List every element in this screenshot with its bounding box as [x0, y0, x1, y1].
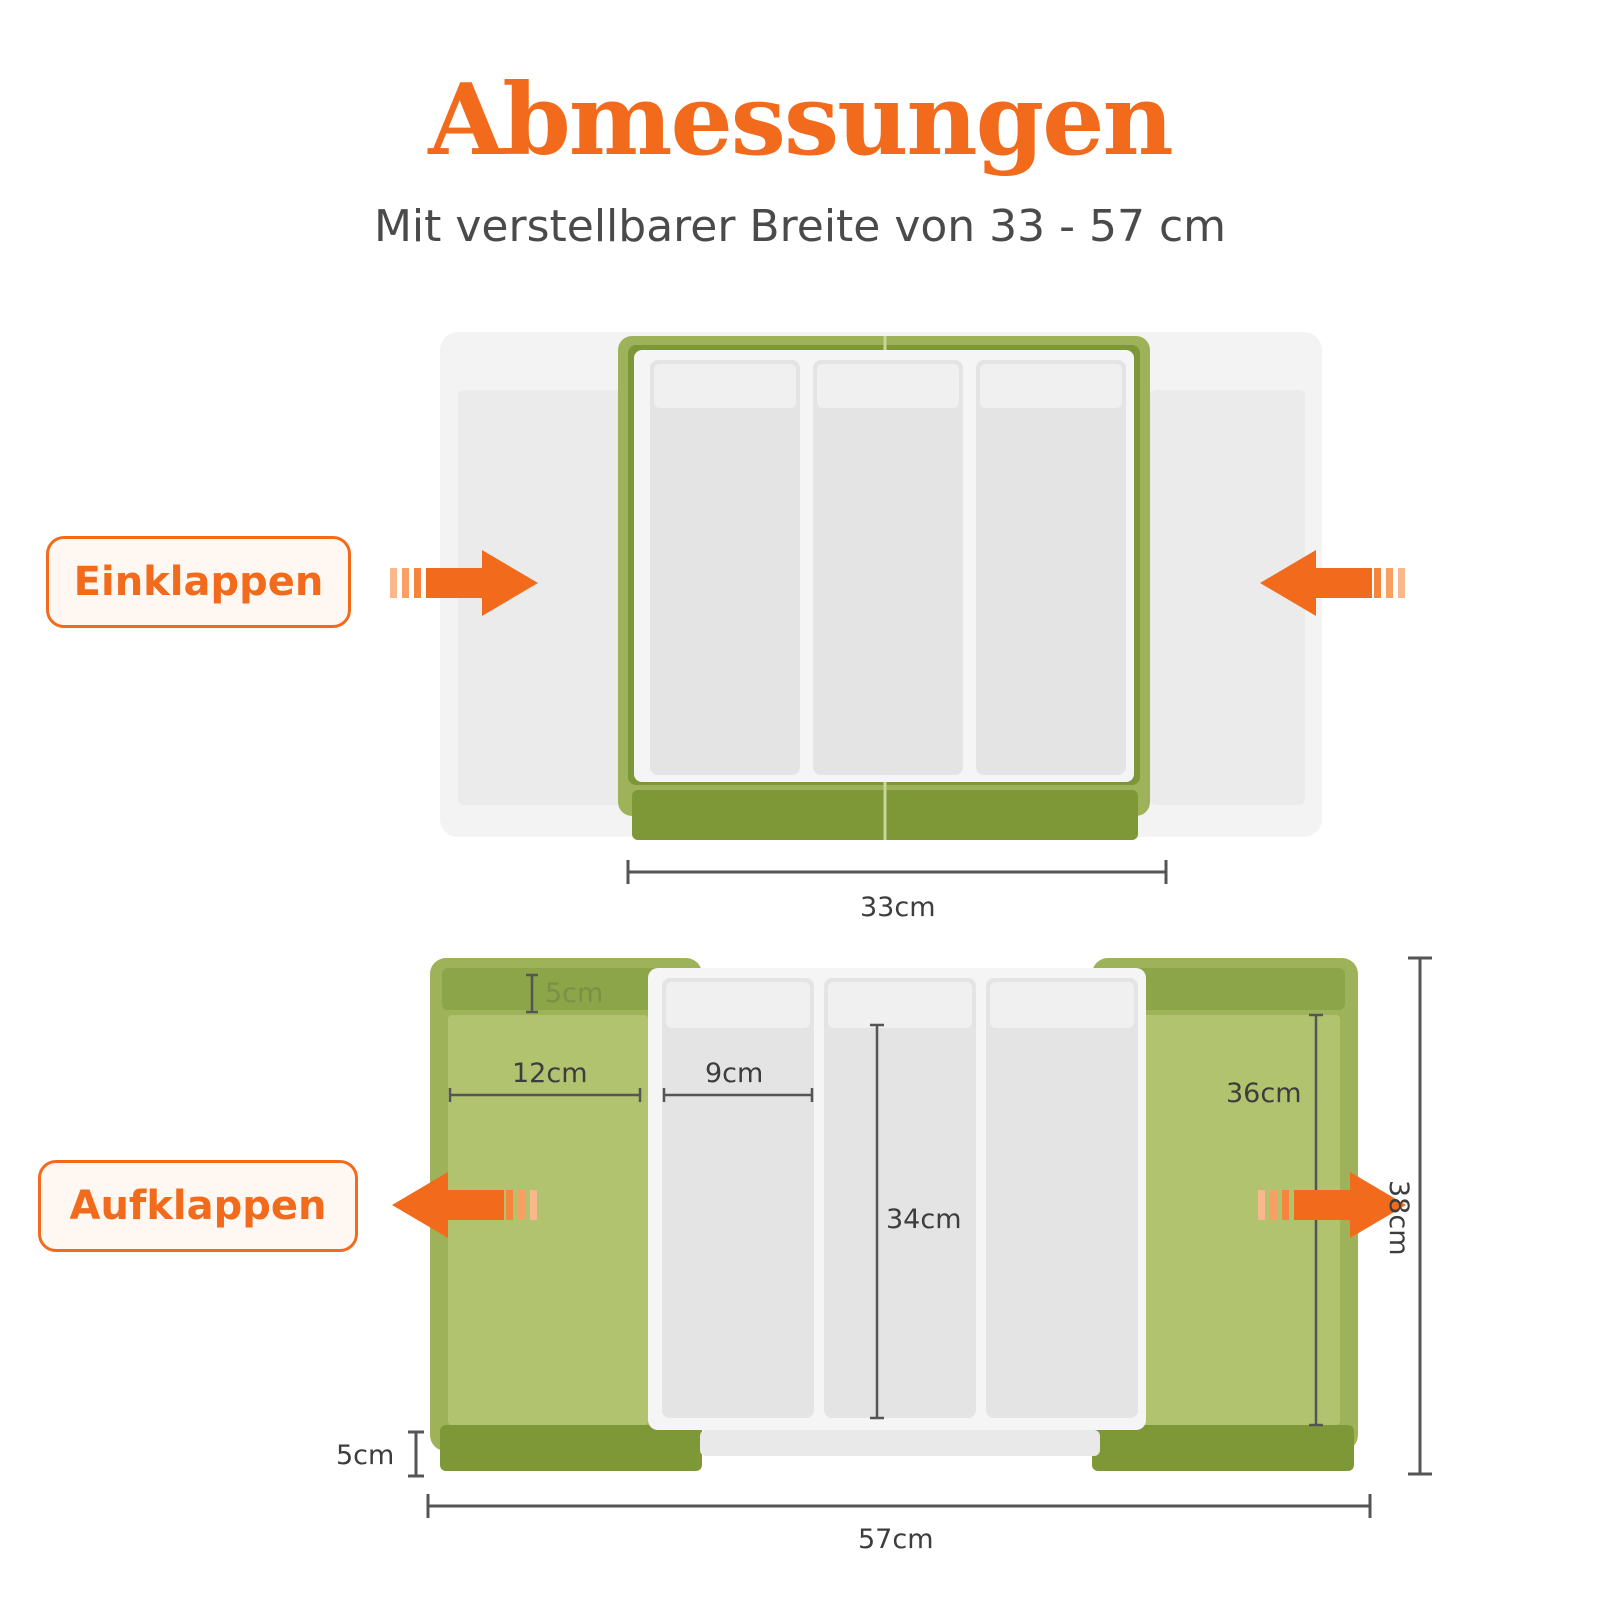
side-length-label: 36cm — [1226, 1078, 1302, 1109]
side-width-label: 12cm — [512, 1058, 588, 1089]
collapse-label-badge: Einklappen — [46, 536, 351, 628]
slot-length-label: 34cm — [886, 1204, 962, 1235]
slot-middle — [813, 360, 963, 775]
slot-left — [662, 978, 814, 1418]
page-title: Abmessungen — [428, 63, 1174, 178]
arrow-right-icon — [1258, 1172, 1406, 1238]
arrow-right-icon — [390, 550, 538, 616]
wall-height-label: 5cm — [545, 978, 604, 1009]
expanded-tray — [408, 956, 1432, 1518]
slot-right — [986, 978, 1138, 1418]
collapsed-tray — [440, 332, 1322, 884]
arrow-left-icon — [392, 1172, 537, 1238]
slot-middle — [824, 978, 976, 1418]
slot-left — [650, 360, 800, 775]
arrow-left-icon — [1260, 550, 1405, 616]
slot-width-label: 9cm — [705, 1058, 764, 1089]
total-width-label: 57cm — [858, 1524, 934, 1555]
height-label: 5cm — [336, 1440, 395, 1471]
expand-label-badge: Aufklappen — [38, 1160, 358, 1252]
depth-label: 38cm — [1383, 1180, 1414, 1256]
slot-right — [976, 360, 1126, 775]
collapsed-width-label: 33cm — [860, 892, 936, 923]
page-subtitle: Mit verstellbarer Breite von 33 - 57 cm — [373, 201, 1227, 252]
